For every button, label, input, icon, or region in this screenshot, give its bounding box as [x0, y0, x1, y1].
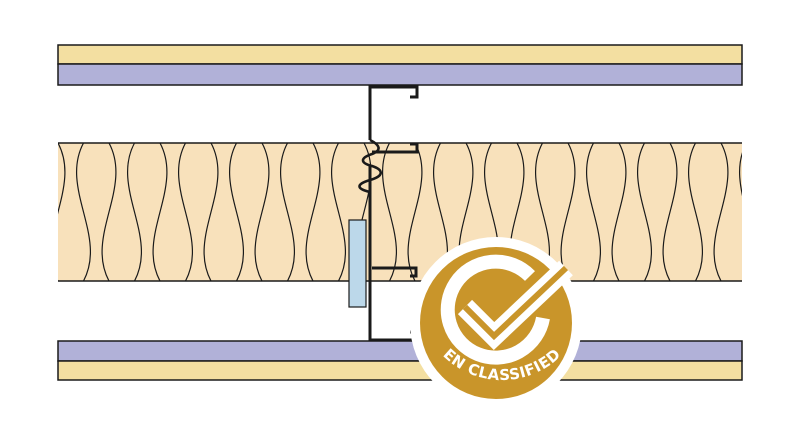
resilient-spring	[358, 138, 383, 194]
checkmark-tick-inner	[462, 265, 569, 341]
insulation-wave	[203, 143, 219, 281]
stud-flange-upper	[372, 142, 419, 154]
checkmark-icon	[440, 254, 550, 365]
bottom-board-outer-face	[57, 360, 743, 381]
insulation-wave	[152, 143, 168, 281]
insulation-wave	[26, 143, 40, 281]
insulation-wave	[407, 143, 423, 281]
insulation-wave	[765, 143, 779, 281]
insulation-wave	[126, 143, 143, 281]
bottom-board-inner-core	[57, 340, 743, 362]
stud-clip-plate	[348, 219, 367, 308]
insulation-wave	[738, 152, 742, 196]
en-classified-badge: EN CLASSIFIED	[410, 237, 582, 409]
insulation-wave	[75, 143, 92, 281]
insulation-wave	[101, 143, 117, 281]
insulation-wave	[381, 143, 398, 281]
insulation-fill	[58, 143, 742, 281]
insulation-wave	[611, 143, 627, 281]
insulation-wave	[58, 143, 66, 281]
insulation-wave	[636, 143, 653, 281]
insulation-wave	[305, 143, 321, 281]
stud-flange-lower	[372, 266, 418, 278]
insulation-wave	[330, 143, 347, 281]
insulation-wave	[228, 143, 245, 281]
bottom-board-assembly	[57, 340, 743, 381]
insulation-pattern	[0, 143, 800, 281]
insulation-wave	[0, 143, 14, 281]
insulation-wave	[177, 143, 194, 281]
insulation-wave	[687, 143, 704, 281]
top-board-assembly	[57, 44, 743, 86]
top-board-inner-core	[57, 63, 743, 86]
insulation-wave	[279, 143, 296, 281]
insulation-wave	[791, 143, 800, 281]
insulation-wave	[713, 143, 729, 281]
insulation-wave	[254, 143, 270, 281]
top-board-outer-face	[57, 44, 743, 65]
insulation-wave	[662, 143, 678, 281]
insulation-layer	[0, 142, 800, 282]
insulation-wave	[585, 143, 602, 281]
